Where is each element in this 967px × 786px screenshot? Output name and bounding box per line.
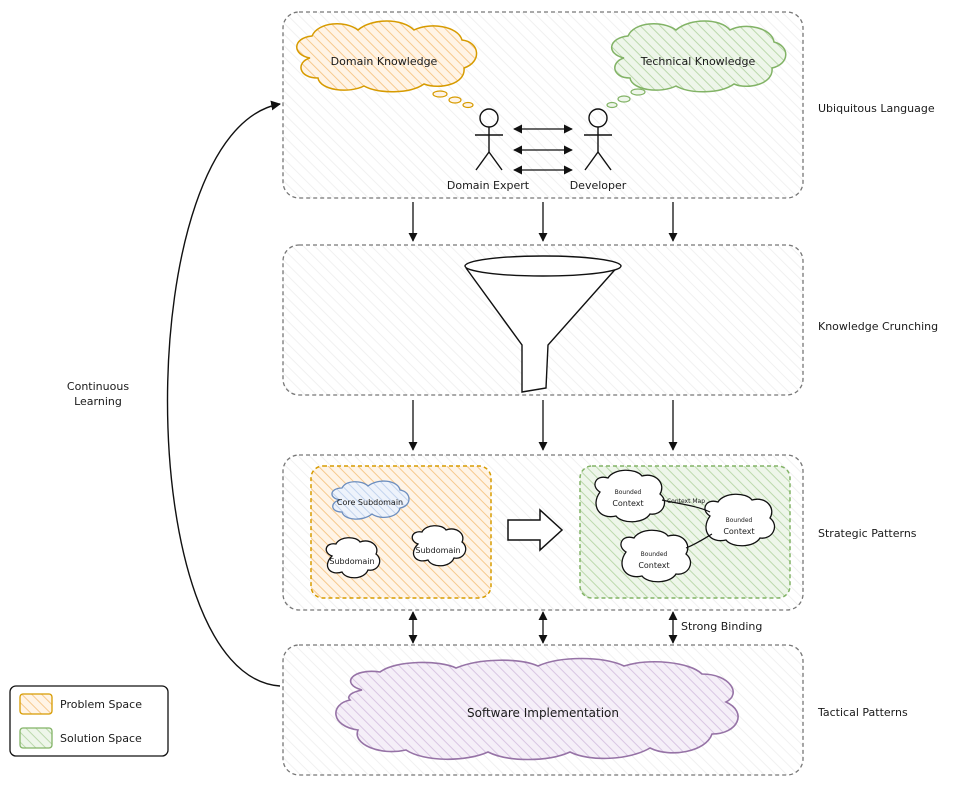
context-map-label: Context Map [667,498,705,505]
legend-problem-space: Problem Space [60,698,142,711]
software-implementation-cloud: Software Implementation [335,657,739,761]
label-knowledge-crunching: Knowledge Crunching [818,320,938,333]
subdomain-label-1: Subdomain [329,557,374,566]
developer-label: Developer [570,179,627,192]
bounded-context-2-line2: Context [723,527,754,536]
domain-knowledge-label: Domain Knowledge [331,55,438,68]
domain-expert-icon [475,108,503,171]
strong-binding-arrows [408,611,678,644]
subdomain-cloud-2: Subdomain [411,525,467,567]
domain-knowledge-cloud: Domain Knowledge [296,20,478,109]
developer-icon [584,108,612,171]
legend-solution-space: Solution Space [60,732,142,745]
continuous-learning-arrow [166,100,281,687]
flow-arrows-top [408,202,678,242]
technical-knowledge-label: Technical Knowledge [640,55,756,68]
legend-swatch-solution [19,727,53,749]
domain-expert-label: Domain Expert [447,179,530,192]
communication-arrows [513,124,573,175]
legend: Problem Space Solution Space [9,685,169,757]
software-implementation-label: Software Implementation [467,706,619,720]
legend-swatch-problem [19,693,53,715]
bounded-context-1-line1: Bounded [615,489,642,496]
technical-knowledge-cloud: Technical Knowledge [606,20,787,109]
core-subdomain-cloud: Core Subdomain [331,480,410,520]
continuous-learning-label-line1: Continuous [67,380,129,393]
subdomain-label-2: Subdomain [415,546,460,555]
problem-space-box [310,465,492,599]
subdomain-cloud-1: Subdomain [325,537,381,579]
bounded-context-cloud-1: Bounded Context [594,469,666,523]
label-strategic-patterns: Strategic Patterns [818,527,917,540]
bounded-context-cloud-3: Bounded Context [620,529,692,583]
bounded-context-cloud-2: Bounded Context [704,493,776,547]
label-tactical-patterns: Tactical Patterns [817,706,908,719]
bounded-context-3-line2: Context [638,561,669,570]
core-subdomain-label: Core Subdomain [337,498,403,507]
continuous-learning-label-line2: Learning [74,395,122,408]
context-map-connectors [661,499,713,549]
flow-arrows-middle [408,400,678,451]
label-ubiquitous-language: Ubiquitous Language [818,102,935,115]
bounded-context-3-line1: Bounded [641,551,668,558]
transform-arrow-icon [507,508,564,552]
funnel-icon [464,255,622,393]
bounded-context-1-line2: Context [612,499,643,508]
strong-binding-label: Strong Binding [681,620,762,633]
bounded-context-2-line1: Bounded [726,517,753,524]
